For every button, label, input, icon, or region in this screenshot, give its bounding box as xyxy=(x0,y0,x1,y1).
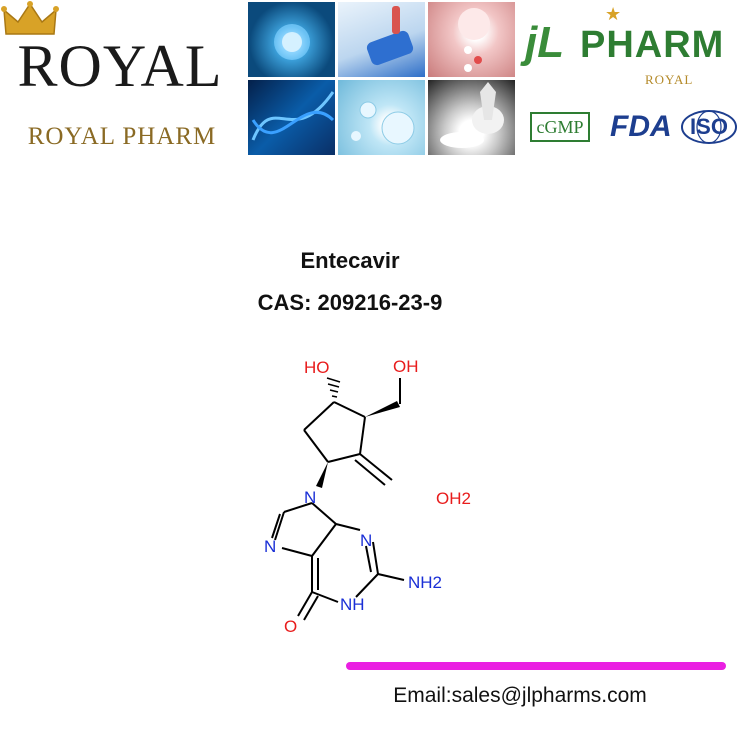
hydroxyl-label: HO xyxy=(304,358,330,377)
entecavir-structure: HO OH OH2 N N N NH2 NH O xyxy=(264,357,471,636)
powder-image xyxy=(428,80,515,155)
royal-logo: ROYAL ROYAL PHARM xyxy=(0,0,240,160)
fda-badge: FDA xyxy=(610,110,672,143)
n9-label: N xyxy=(304,488,316,507)
royal-wordmark: ROYAL xyxy=(17,33,223,99)
royal-subtitle: ROYAL PHARM xyxy=(27,123,217,150)
wedge-bond xyxy=(365,401,400,417)
wedge-bond xyxy=(316,462,328,488)
hash-bond xyxy=(326,377,341,398)
dna-image xyxy=(248,80,335,155)
n3-label: N xyxy=(360,531,372,550)
pharm-wordmark: PHARM xyxy=(580,24,725,66)
bonds xyxy=(271,378,405,621)
cgmp-badge: cGMP xyxy=(530,112,590,142)
carbonyl-oxygen-label: O xyxy=(284,617,297,636)
divider xyxy=(346,662,726,670)
pharm-tagline: ROYAL xyxy=(645,72,694,87)
amino-label: NH2 xyxy=(408,573,442,592)
atom-labels: HO OH OH2 N N N NH2 NH O xyxy=(264,357,471,636)
water-label: OH2 xyxy=(436,489,471,508)
globe-icon xyxy=(681,110,737,144)
iso-badge: ISO xyxy=(680,109,738,145)
hydroxymethyl-label: OH xyxy=(393,357,419,376)
jl-monogram: jL xyxy=(525,18,565,67)
star-icon: ★ xyxy=(605,4,622,24)
n7-label: N xyxy=(264,537,276,556)
iso-label: ISO xyxy=(690,114,728,139)
contact-email[interactable]: Email:sales@jlpharms.com xyxy=(393,684,647,707)
lab-glove-image xyxy=(338,2,425,77)
nh-label: NH xyxy=(340,595,365,614)
cas-number: CAS: 209216-23-9 xyxy=(257,290,443,315)
product-name: Entecavir xyxy=(300,248,400,273)
pills-image xyxy=(428,2,515,77)
crown-icon xyxy=(1,1,59,35)
virus-image xyxy=(248,2,335,77)
bubbles-image xyxy=(338,80,425,155)
